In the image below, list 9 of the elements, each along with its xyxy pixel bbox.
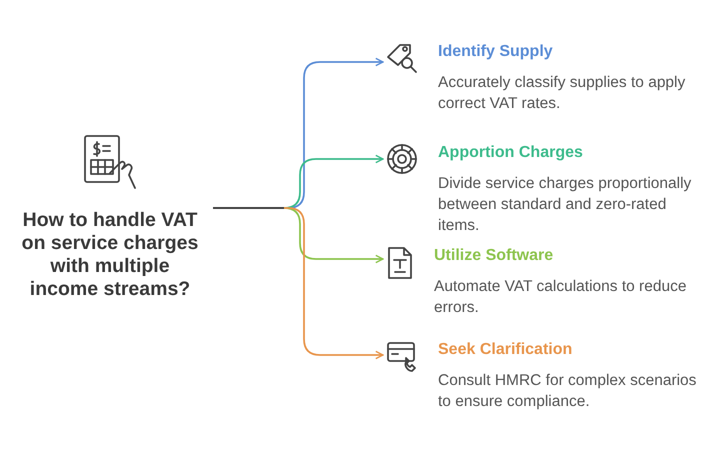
step-heading: Identify Supply bbox=[438, 42, 554, 62]
step-heading: Apportion Charges bbox=[438, 143, 584, 163]
step-description: Consult HMRC for complex scenarios to ensure compliance. bbox=[438, 371, 698, 412]
step-heading: Utilize Software bbox=[434, 246, 554, 266]
step-description: Divide service charges proportionally between standard and zero-rated items. bbox=[438, 174, 692, 236]
question-text: How to handle VAT on service charges with multiple income streams? bbox=[20, 209, 200, 301]
step-heading: Seek Clarification bbox=[438, 340, 574, 360]
step-description: Automate VAT calculations to reduce errors. bbox=[434, 277, 688, 318]
step-description: Accurately classify supplies to apply correct VAT rates. bbox=[438, 73, 686, 114]
